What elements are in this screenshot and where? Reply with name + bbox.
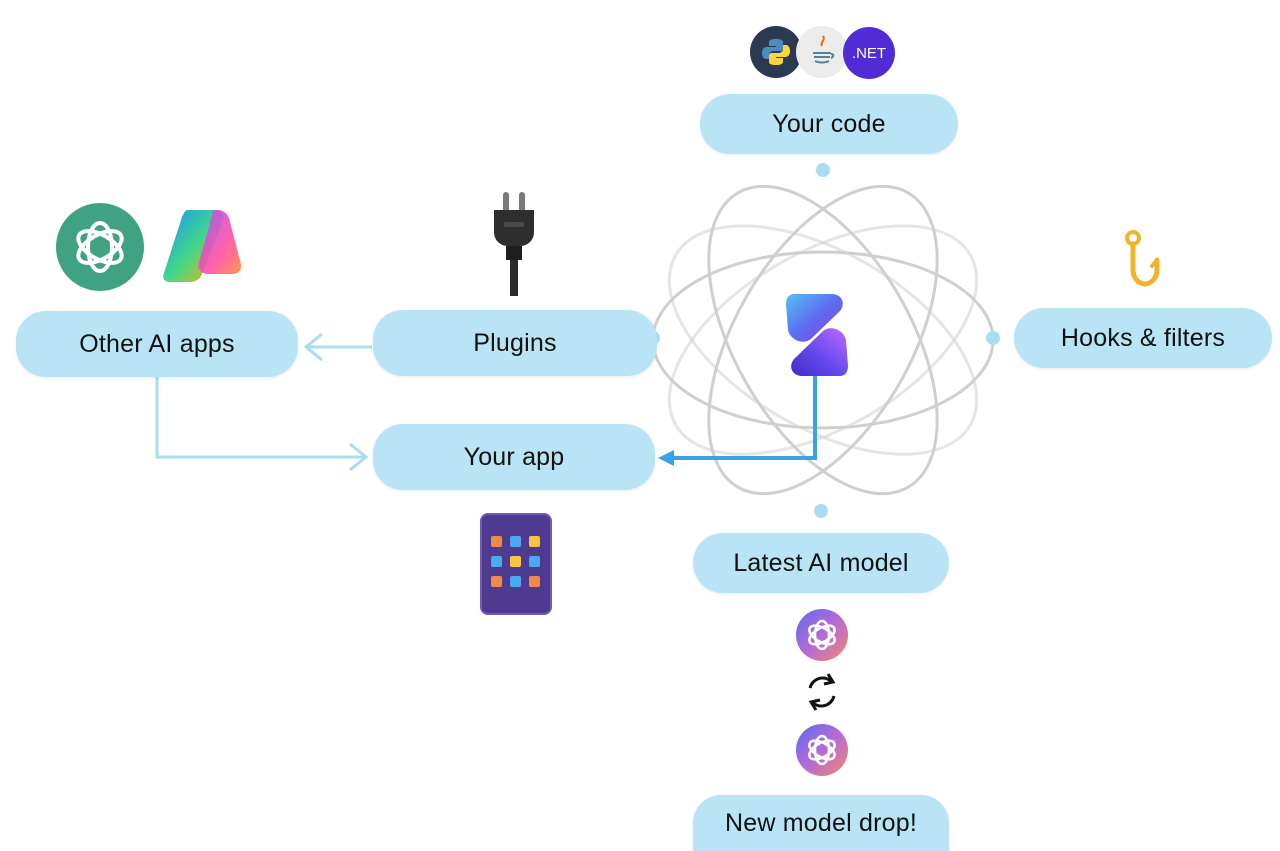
hooks-filters-label: Hooks & filters <box>1060 323 1226 352</box>
other-ai-apps-label: Other AI apps <box>79 329 235 358</box>
arrow-kernel-to-yourapp <box>668 350 817 460</box>
copilot-icon <box>158 204 244 293</box>
other-ai-apps-node: Other AI apps <box>16 311 298 377</box>
orbit-diag-1 <box>667 224 979 456</box>
arrow-plugins-to-other <box>303 332 372 362</box>
refresh-cycle-icon <box>802 670 842 719</box>
plugins-label: Plugins <box>473 328 557 357</box>
your-code-node: Your code <box>700 94 958 154</box>
orbit-left <box>707 184 939 496</box>
orbit-dot-right <box>986 331 1000 345</box>
new-model-drop-node: New model drop! <box>693 795 949 851</box>
your-app-label: Your app <box>463 442 565 471</box>
svg-text:.NET: .NET <box>852 45 886 62</box>
orbit-dot-bottom <box>814 504 828 518</box>
python-icon <box>750 26 802 83</box>
dotnet-icon: .NET <box>842 26 896 85</box>
orbit-rings <box>651 184 995 496</box>
semantic-kernel-icon <box>782 290 852 385</box>
latest-ai-model-label: Latest AI model <box>733 548 909 577</box>
java-icon <box>796 26 848 83</box>
arrow-other-to-yourapp <box>155 377 369 472</box>
plugins-node: Plugins <box>373 310 657 376</box>
hooks-filters-node: Hooks & filters <box>1014 308 1272 368</box>
hook-icon <box>1120 228 1166 295</box>
app-grid-icon <box>479 512 553 621</box>
openai-icon <box>55 202 145 297</box>
orbit-diag-2 <box>667 224 979 456</box>
latest-ai-model-node: Latest AI model <box>693 533 949 593</box>
orbit-right <box>707 184 939 496</box>
openai-model-icon-new <box>795 723 849 782</box>
your-code-label: Your code <box>772 109 886 138</box>
arrow-kernel-head <box>658 450 674 466</box>
new-model-drop-label: New model drop! <box>725 808 917 837</box>
your-app-node: Your app <box>373 424 655 490</box>
orbit-dot-top <box>816 163 830 177</box>
openai-model-icon-current <box>795 608 849 667</box>
plug-icon <box>484 190 544 305</box>
